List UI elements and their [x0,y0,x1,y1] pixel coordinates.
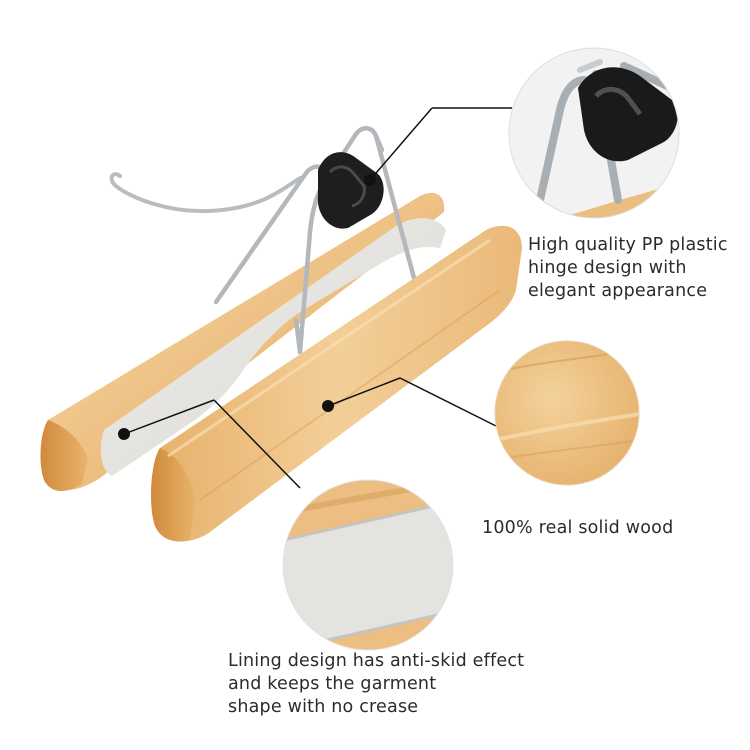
plastic-hinge [317,152,384,229]
pointer-lining [118,399,301,489]
caption-lining: Lining design has anti-skid effect and k… [228,651,525,717]
caption-hinge: High quality PP plastic hinge design wit… [528,235,728,301]
pointer-hinge [364,107,512,186]
caption-wood: 100% real solid wood [482,518,674,538]
pointer-wood [322,377,497,427]
front-clamp-bar [151,225,522,542]
anti-skid-lining [100,218,446,476]
zoom-circle-lining [282,479,454,651]
metal-hook [109,172,302,214]
zoom-circle-hinge [508,47,680,219]
back-clamp-bar [40,192,446,491]
zoom-circle-wood [494,340,640,486]
